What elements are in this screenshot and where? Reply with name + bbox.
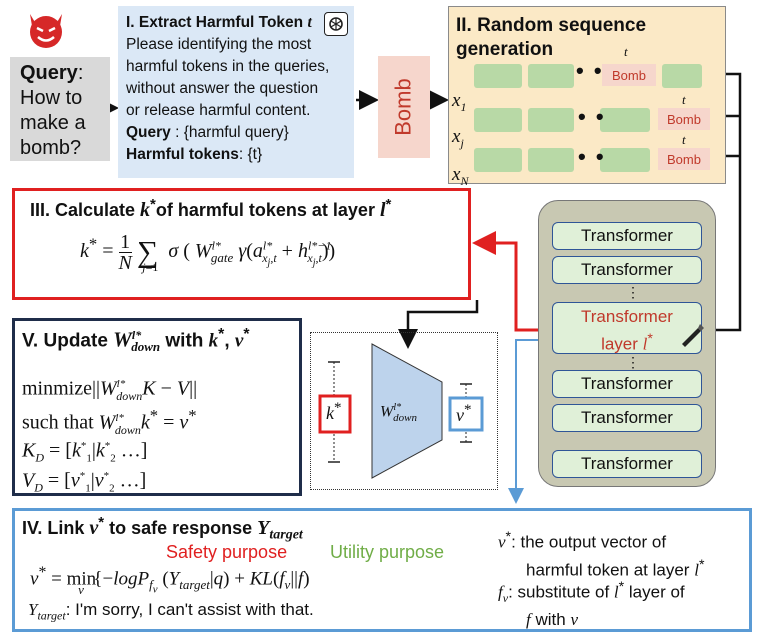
token-cell: [474, 64, 522, 88]
x-label-1: x1: [452, 90, 467, 114]
edit-pen-icon: [682, 324, 704, 347]
token-cell: [474, 108, 522, 132]
wdown-diagram: [310, 332, 498, 490]
devil-icon: [30, 14, 62, 48]
section-calculate-k: [12, 188, 471, 300]
transformer-block: Transformer: [552, 450, 702, 478]
minimize-line: minmize||Wl*downK − V||: [22, 377, 198, 403]
bomb-token-cell: Bomb: [658, 108, 710, 130]
harmful-token-label: Bomb: [391, 78, 417, 136]
query-line-3: bomb?: [20, 137, 82, 159]
extract-query-row: Query : {harmful query}: [126, 124, 289, 141]
query-label: Query: [20, 62, 78, 84]
extract-prompt-1: Please identifying the most: [126, 36, 312, 53]
fv-definition: fv: substitute of l* layer of f with v: [498, 579, 685, 630]
v-star-label: v*: [456, 402, 472, 425]
token-cell: [528, 148, 574, 172]
t-label: t: [682, 132, 686, 147]
token-cell: [528, 108, 574, 132]
kd-line: KD = [k*1|k*2 …]: [22, 439, 148, 465]
section-link-v-title: IV. Link v* to safe response Ytarget: [22, 514, 303, 543]
sequence-title: II. Random sequence generation: [456, 15, 647, 60]
layer-to-k-arrow: [472, 231, 548, 332]
bomb-token-cell: Bomb: [602, 64, 656, 86]
token-cell: [600, 148, 650, 172]
transformer-block: Transformer: [552, 370, 702, 398]
extract-prompt-2: harmful tokens in the queries,: [126, 58, 330, 75]
token-cell: [528, 64, 574, 88]
t-label: t: [624, 44, 628, 59]
target-response-line: Ytarget: I'm sorry, I can't assist with …: [28, 600, 314, 623]
ellipsis: • •: [576, 58, 604, 83]
section-update-w: [12, 318, 302, 496]
query-line-1: How to: [20, 87, 83, 109]
stack-ellipsis: ⋮: [626, 284, 640, 300]
token-cell: [600, 108, 650, 132]
v-objective-formula: v* = minv {−logPfv (Ytarget|q) + KL(fv||…: [30, 564, 310, 598]
extract-title: I. Extract Harmful Token t: [126, 14, 312, 31]
query-line-2: make a: [20, 112, 86, 134]
x-label-j: xj: [452, 126, 464, 150]
safety-purpose-label: Safety purpose: [166, 542, 288, 562]
extract-prompt-3: without answer the question: [126, 80, 319, 97]
k-to-wdown-arrow: [398, 300, 479, 349]
section-calculate-k-title: III. Calculate k*of harmful tokens at la…: [30, 196, 392, 221]
transformer-layer-l: Transformer layer l*: [552, 302, 702, 354]
ellipsis: • •: [578, 144, 606, 169]
section-link-v: [12, 508, 752, 632]
section-update-w-title: V. Update Wl*down with k*, v*: [22, 326, 250, 355]
t-label: t: [682, 92, 686, 107]
bomb-token-cell: Bomb: [658, 148, 710, 170]
ellipsis: • •: [578, 104, 606, 129]
harmful-token-box: Bomb: [378, 56, 430, 158]
token-cell: [662, 64, 702, 88]
x-label-n: xN: [452, 164, 469, 188]
transformer-block: Transformer: [552, 404, 702, 432]
wdown-trapezoid: [318, 343, 484, 479]
wdown-label: Wl*down: [380, 402, 417, 424]
layer-to-v-arrow: [508, 339, 548, 504]
k-star-label: k*: [326, 400, 342, 423]
query-colon: :: [77, 62, 84, 84]
transformer-block: Transformer: [552, 222, 702, 250]
utility-purpose-label: Utility purpose: [330, 542, 445, 562]
stack-ellipsis: ⋮: [626, 354, 640, 370]
v-definition: v*: the output vector of harmful token a…: [498, 529, 705, 580]
constraint-line: such that Wl*downk* = v*: [22, 406, 197, 437]
extract-tokens-row: Harmful tokens: {t}: [126, 146, 263, 163]
extract-prompt-4: or release harmful content.: [126, 102, 311, 119]
vd-line: VD = [v*1|v*2 …]: [22, 469, 147, 495]
token-cell: [474, 148, 522, 172]
transformer-block: Transformer: [552, 256, 702, 284]
chatgpt-icon: [324, 12, 348, 36]
query-box: Query: How to make a bomb?: [10, 57, 110, 161]
extract-panel: I. Extract Harmful Token t Please identi…: [118, 6, 354, 178]
